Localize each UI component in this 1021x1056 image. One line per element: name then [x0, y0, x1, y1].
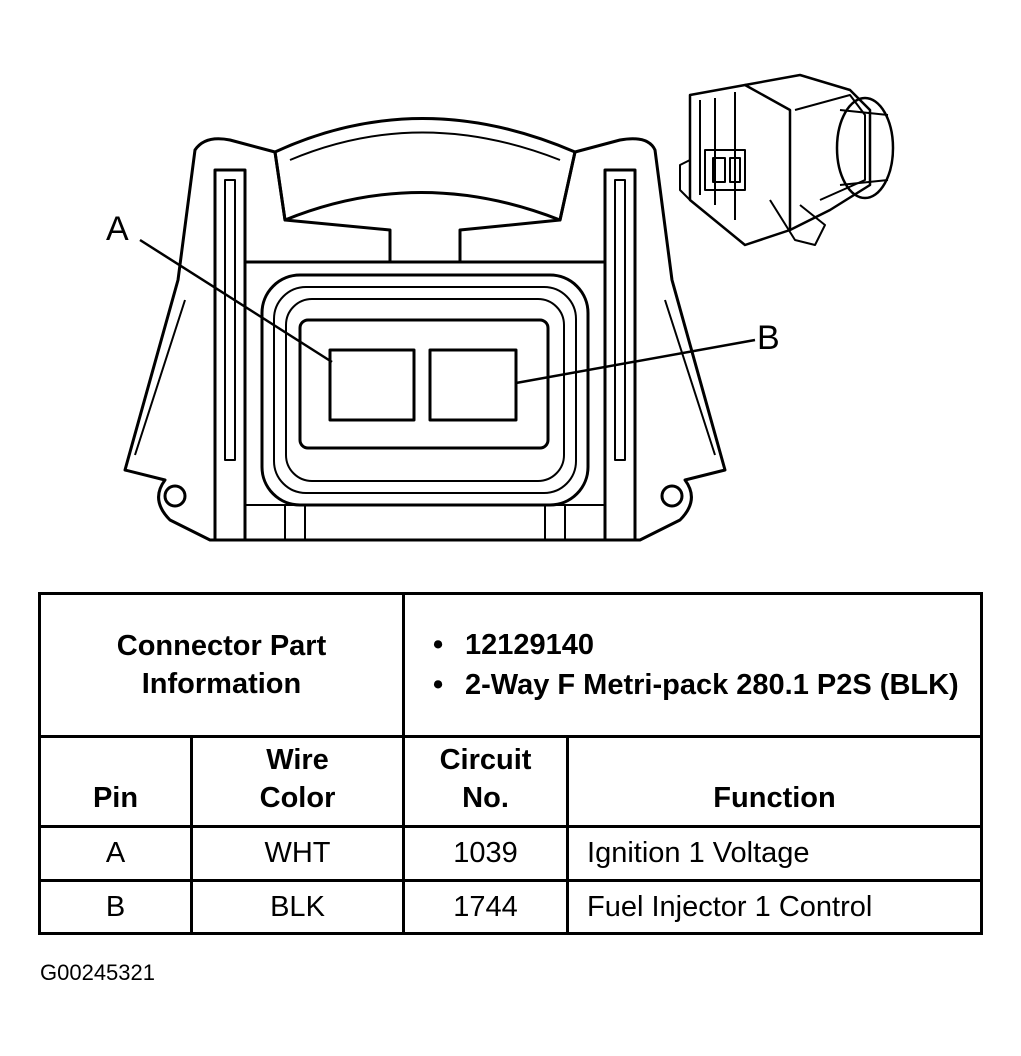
- connector-part-information-label: Connector Part Information: [37, 592, 406, 738]
- pin-a-leader-line: [139, 238, 333, 364]
- connector-left-rail: [213, 168, 247, 542]
- connector-info-table: Connector Part Information 12129140 2-Wa…: [37, 592, 984, 935]
- part-number: 12129140: [433, 625, 980, 665]
- table-row: A WHT 1039 Ignition 1 Voltage: [38, 825, 984, 882]
- connector-inner-body: [243, 260, 607, 542]
- header-row: Pin Wire Color Circuit No. Function: [38, 735, 984, 828]
- row-a-wire-color: WHT: [189, 825, 406, 882]
- pin-b-leader-line: [515, 338, 756, 385]
- row-b-wire-color: BLK: [189, 879, 406, 935]
- connector-latch-arch: [273, 117, 577, 222]
- connector-face-diagram: [123, 73, 895, 542]
- terminal-cavity-a: [328, 348, 416, 422]
- row-a-function: Ignition 1 Voltage: [566, 825, 984, 882]
- table-row: B BLK 1744 Fuel Injector 1 Control: [38, 879, 984, 935]
- connector-outer-housing: [123, 137, 727, 542]
- row-a-pin: A: [38, 825, 193, 882]
- part-info-row: Connector Part Information 12129140 2-Wa…: [37, 592, 984, 738]
- connector-description: 2-Way F Metri-pack 280.1 P2S (BLK): [433, 665, 980, 705]
- row-b-function: Fuel Injector 1 Control: [566, 879, 984, 935]
- header-pin: Pin: [38, 735, 193, 828]
- figure-id: G00245321: [40, 960, 155, 985]
- connector-isometric-view: [679, 73, 895, 247]
- row-a-circuit-no: 1039: [402, 825, 570, 882]
- row-b-pin: B: [38, 879, 193, 935]
- header-wire-color: Wire Color: [189, 735, 406, 828]
- connector-right-rail: [603, 168, 637, 542]
- pin-label-a: A: [106, 210, 129, 248]
- part-info-cell: 12129140 2-Way F Metri-pack 280.1 P2S (B…: [402, 592, 984, 738]
- terminal-cavity-b: [428, 348, 518, 422]
- header-circuit-no: Circuit No.: [402, 735, 570, 828]
- pin-label-b: B: [757, 319, 780, 357]
- header-function: Function: [566, 735, 984, 828]
- part-info-list: 12129140 2-Way F Metri-pack 280.1 P2S (B…: [405, 617, 980, 713]
- row-b-circuit-no: 1744: [402, 879, 570, 935]
